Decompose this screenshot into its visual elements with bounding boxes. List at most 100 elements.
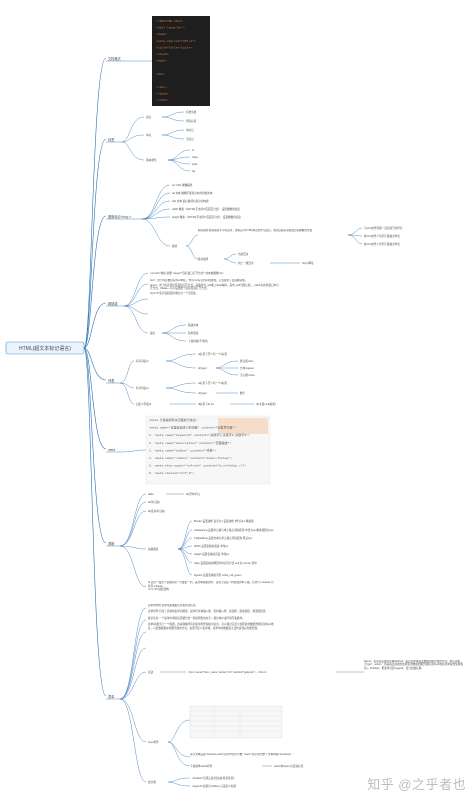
form-intro: 表单的作用:表单用来收集信息和传递信息。 表单控件:包含了具体的表单功能项，如单… [148,604,274,630]
img-item: width 像素（XHTML不支持%页面百分比） 设置图像的宽度 [172,207,240,211]
doc-code-line: </div> [156,85,167,89]
svg-text:超链接: 超链接 [108,301,118,306]
branch-tags[interactable]: 标签 [106,137,122,143]
doc-code-line: <title>Title</title> [156,45,192,49]
img-item: src URL 图像路径 [172,183,193,187]
meta-block: <meta 元素提供有关页面的元信息> <meta name="这里是自定义的功… [119,415,271,485]
list-dl: 自定义列表dl [136,402,151,406]
branch-table[interactable]: 表格 [106,541,120,547]
anchor-item: 下载内容(不常用) [188,339,208,343]
anchor-label: 锚点 [150,331,156,335]
list-ol-item: ol标签下至少有一个li标签 [198,381,228,385]
table-connectors [119,493,193,588]
list-ul-type: 空心圆:circle [240,373,255,377]
doc-code-bg [152,16,210,106]
doc-code-line: </body> [156,92,169,96]
branch-doc[interactable]: 文档格式 [106,56,130,62]
table-top: td(表头单元格) [148,509,165,513]
table-attr: Cellspacing 设置单元格与单元格之间的距离 单位为px 像素值默认2p… [194,528,274,532]
list-connectors [119,353,254,405]
doc-code-lines: <!DOCTYPE html> <html lang="en"> <head> <m… [156,19,196,102]
doc-code-line: </head> [156,52,169,56]
svg-text:表单: 表单 [108,694,115,699]
branch-img[interactable]: 图像标记<img /> [106,214,142,220]
path-right: 与html文件同级一层直接写文件名 [364,226,403,230]
list-dl-item: dt(术语) dd(描述) [256,402,276,406]
table-attr: Align 设置表格在网页中的对齐方式 Left 左 Center 居中 [194,561,257,565]
form-input-item: 下拉菜单select控件 [190,764,213,768]
svg-text:表格: 表格 [108,541,115,546]
meta-code-line: 2. <meta name="description" content="页面描… [149,440,231,445]
path-abs-label: 绝对路径 [198,257,209,261]
list-ul: 有序列表ul [136,359,149,363]
list-ol: 有序列表ol [136,386,149,390]
meta-lines: <meta 元素提供有关页面的元信息> <meta name="这里是自定义的功… [149,417,250,475]
form-input-item: 多行文本设置<textarea cols="每行中的字符数" rows="显示的… [190,753,292,756]
form-right-note: Name：表达是设置的名称Method：指定表单域发送数据到服务器的方法。默认请… [364,660,463,670]
doc-code-line: <html lang="en"> [156,26,185,30]
meta-code-line: 1. <meta name="keywords" content="关键字1,关… [149,432,250,437]
form-input-table [189,705,283,739]
link-desc: href：用于特定被目标的url地址，作为<a>标记的同时属性，它仅提供了链接被… [150,279,279,295]
meta-code-line: 6. <meta charset="utf-8"> [149,471,194,475]
img-item: title 文本 鼠标悬停时显示的内容 [172,199,209,203]
img-item: height 像素（XHTML不支持%页面百分比） 设置图像的高度 [172,215,241,219]
form-group-item: <legend>标题为 fieldset 元素定义标题 [192,784,236,788]
doc-code-line: <head> [156,32,167,36]
svg-text:meta: meta [108,448,115,452]
anchor-item: 简单链接 [188,331,199,335]
list-ul-item: ul(type) [198,366,207,370]
form-input-label: input控件 [148,740,159,744]
doc-code-line: </html> [156,98,169,102]
list-ol-item: ul(type) [198,391,207,395]
doc-code-line: <!DOCTYPE html> [156,19,183,23]
tags-type-item: div [192,169,196,173]
meta-code-line: 5. <meta http-equiv="refresh" content="5… [149,464,246,468]
svg-text:列表: 列表 [108,378,115,383]
table-attr: Width 设置表格的宽度 单位px [194,544,229,548]
table-attr: bgcolor 设置表格的背景 white_red_green [194,573,242,577]
tags-single: 单标 [146,133,152,137]
tags-type-item: class [192,155,199,159]
root-label: HTML(超文本标记语言) [19,345,71,352]
tags-connectors [121,111,191,172]
path-desc: 相对路径:相对路径不带有盘符，通常是以HTML网页文件为起点，通过层级关系描述目… [198,229,312,232]
path-remote: http://网址 [302,261,314,265]
list-ul-item: ul标签下至少有一个li标签 [198,352,228,356]
tags-types: 基本类型 [146,158,157,162]
img-connectors [141,184,363,264]
meta-code-line: <meta name="这里是自定义的功能" content="这里写内容"> [149,425,236,430]
meta-highlight [218,418,268,434]
doc-code-line: <body> [156,59,167,63]
table-attrs-label: 表格属性 [148,547,159,551]
list-ul-type: 方块:square [240,366,254,370]
tags-pair: 双标 [146,115,152,119]
tags-single-item: 单标记 [186,128,194,132]
root-node[interactable]: HTML(超文本标记语言) [5,341,85,355]
form-method-code: <form name="form_name" action="url" meth… [188,670,267,674]
branch-form[interactable]: 表单 [106,694,120,700]
path-right: 在html文件上位同下级加文件名 [364,242,400,246]
table-merge: th 表示一般位于表格的第一行或第一列，其文本加粗居中，实际上就是一种加强的单元… [148,581,274,591]
table-tag: table [148,492,154,496]
list-ul-type: 默认值:disc [240,359,254,363]
link-a: <a href="地址/功能" target="目标窗口打开方式">文本或图像<… [150,271,224,275]
branch-meta[interactable]: meta [106,448,120,453]
path-sub: 向上一级目录 [238,261,254,265]
table-top: td(单元格) [148,500,160,504]
meta-code-line: 4. <meta name="robots" content="index,fo… [149,456,232,460]
svg-text:图像标记<img />: 图像标记<img /> [108,214,132,219]
path-label: 路径 [172,244,178,248]
watermark: 知乎 @之乎者也 [367,777,466,792]
svg-text:文档格式: 文档格式 [108,56,122,61]
tags-type-item: style [192,162,198,166]
doc-code-line: <meta charset="UTF-8"> [156,39,196,43]
branch-list[interactable]: 列表 [106,378,120,384]
tags-pair-item: 所有标签 [186,119,197,123]
branch-link[interactable]: 超链接 [106,301,124,307]
doc-code-line: <div> [156,72,165,76]
doc-code-block: <!DOCTYPE html> <html lang="en"> <head> <m… [130,16,210,106]
meta-code-line: <meta 元素提供有关页面的元信息> [149,417,198,422]
path-sub: 当前目录 [238,252,249,256]
